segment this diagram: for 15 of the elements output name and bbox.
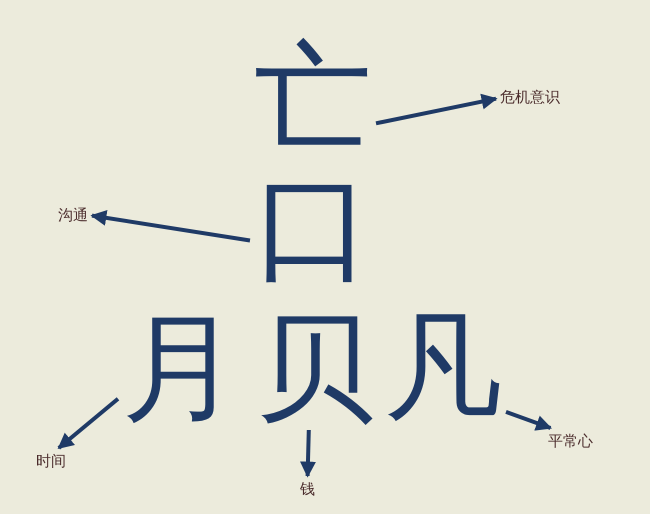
meaning-label: 沟通 [58,206,88,224]
arrow [300,430,316,478]
arrow [90,210,250,242]
meaning-label: 平常心 [548,432,593,450]
arrow [505,410,552,431]
arrow [58,397,120,450]
meaning-label: 时间 [36,452,66,470]
meaning-label: 钱 [300,480,315,498]
character-component: 口 [254,168,372,286]
character-component: 月 [122,308,240,426]
character-component: 贝 [256,308,374,426]
meaning-label: 危机意识 [500,88,560,106]
character-component: 凡 [384,308,502,426]
arrow [376,94,498,126]
character-component: 亡 [254,38,372,156]
